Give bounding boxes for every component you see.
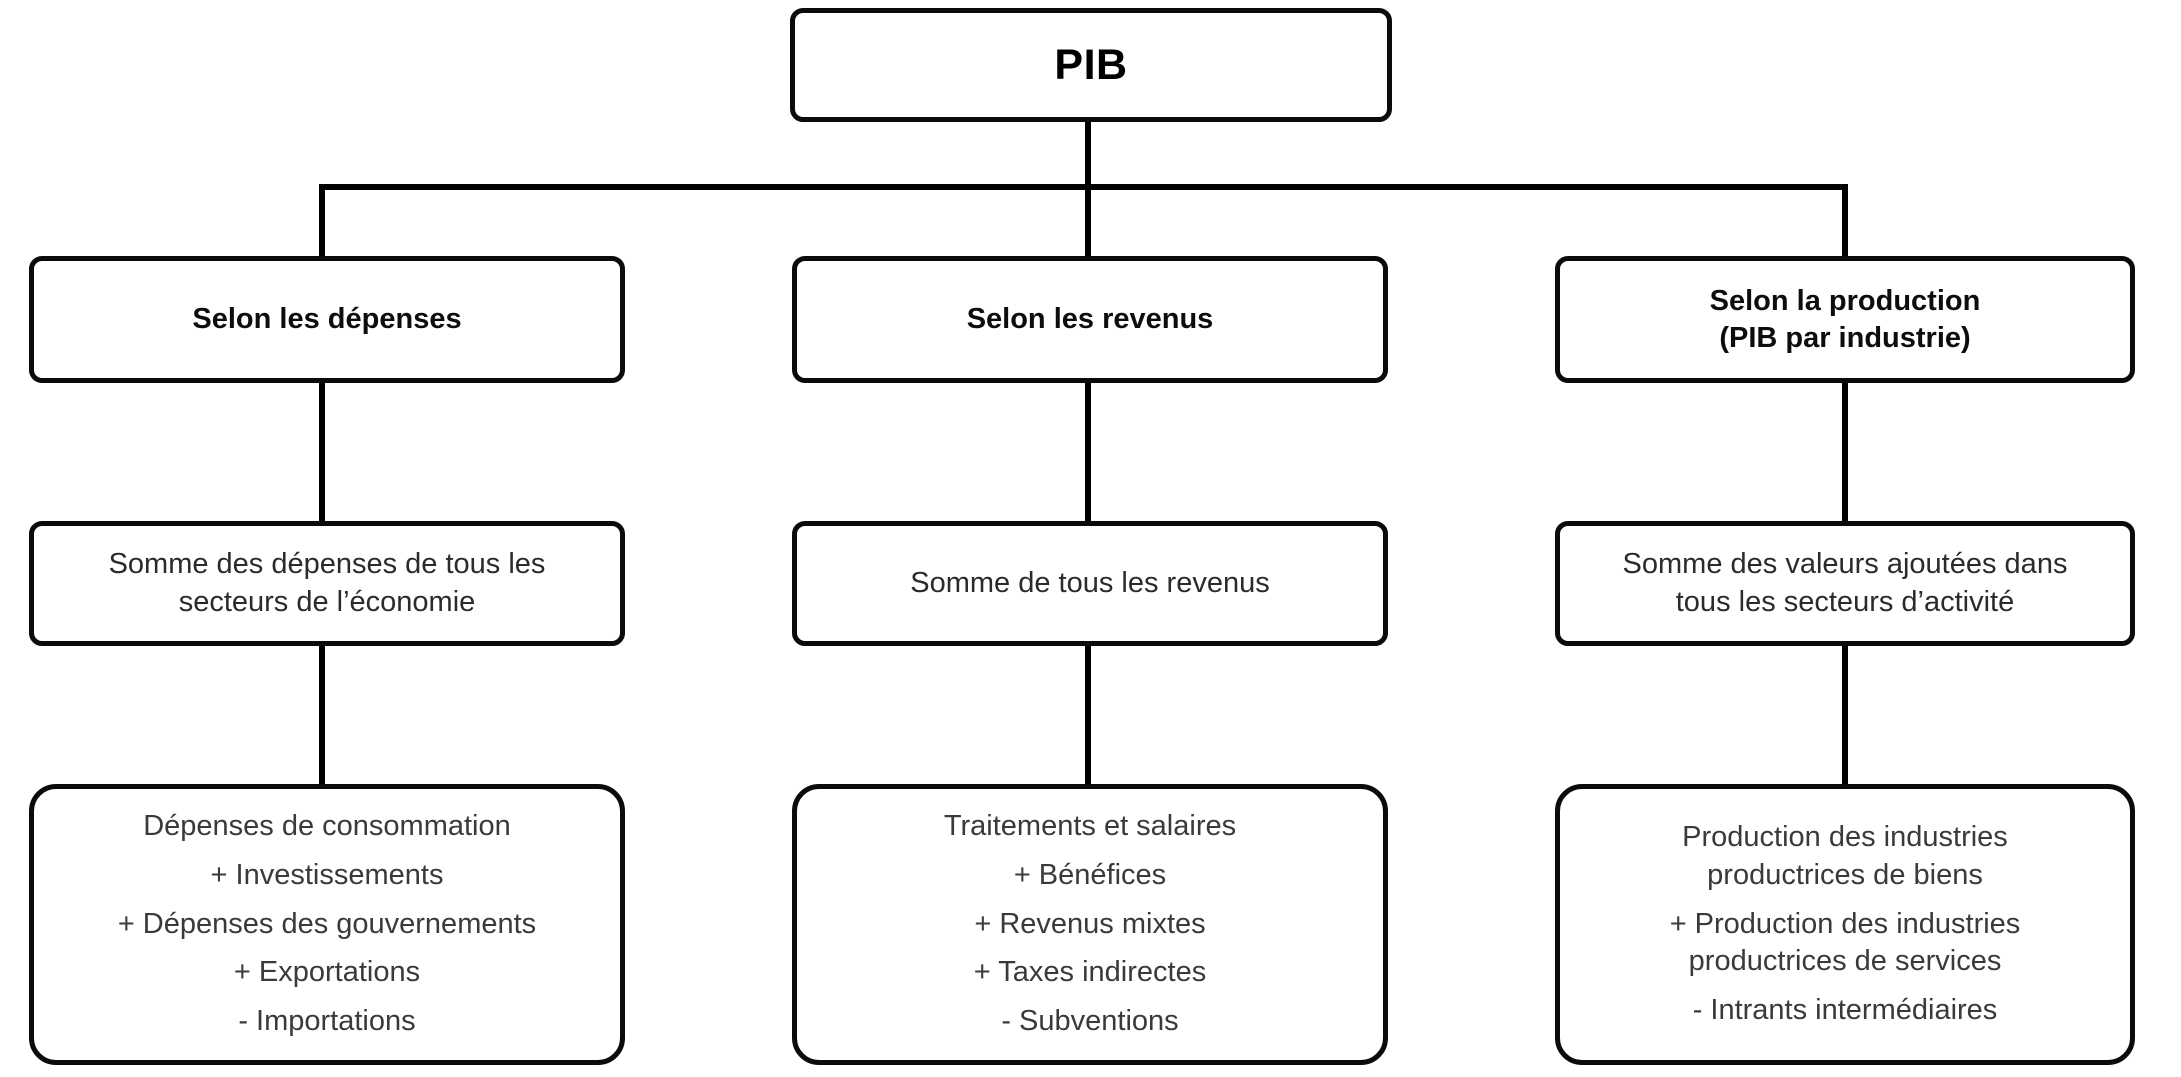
connector-root-stem xyxy=(1085,120,1091,190)
node-formula-revenus-list: Traitements et salaires + Bénéfices + Reve… xyxy=(811,808,1369,1040)
node-formula-depenses-list: Dépenses de consommation + Investissement… xyxy=(48,808,606,1040)
node-definition-revenus-text: Somme de tous les revenus xyxy=(910,566,1270,599)
connector-header-to-definition-production xyxy=(1842,378,1848,528)
formula-line: + Revenus mixtes xyxy=(974,907,1206,940)
node-definition-production[interactable]: Somme des valeurs ajoutées dans tous les… xyxy=(1555,521,2135,646)
node-header-depenses-label: Selon les dépenses xyxy=(192,303,462,336)
node-formula-production[interactable]: Production des industries productrices d… xyxy=(1555,784,2135,1065)
connector-definition-to-formula-depenses xyxy=(319,641,325,791)
connector-horizontal-bus xyxy=(319,184,1848,190)
node-root-pib[interactable]: PIB xyxy=(790,8,1392,122)
formula-line: + Exportations xyxy=(233,956,421,989)
node-formula-production-list: Production des industries productrices d… xyxy=(1574,819,2116,1029)
formula-line: - Importations xyxy=(238,1005,416,1038)
node-header-depenses[interactable]: Selon les dépenses xyxy=(29,256,625,383)
node-root-pib-label: PIB xyxy=(1054,40,1128,89)
connector-header-to-definition-revenus xyxy=(1085,378,1091,528)
node-header-revenus-label: Selon les revenus xyxy=(966,303,1214,336)
connector-bus-to-header-production xyxy=(1842,184,1848,260)
connector-bus-to-header-depenses xyxy=(319,184,325,260)
node-definition-depenses[interactable]: Somme des dépenses de tous les secteurs … xyxy=(29,521,625,646)
node-definition-revenus[interactable]: Somme de tous les revenus xyxy=(792,521,1388,646)
formula-line: Traitements et salaires xyxy=(943,810,1237,843)
formula-line: + Production des industries productrices… xyxy=(1669,907,2021,978)
node-header-production-label: Selon la production (PIB par industrie) xyxy=(1709,285,1981,354)
formula-line: Dépenses de consommation xyxy=(143,810,511,843)
connector-definition-to-formula-revenus xyxy=(1085,641,1091,791)
connector-bus-to-header-revenus xyxy=(1085,184,1091,260)
formula-line: + Bénéfices xyxy=(1013,858,1167,891)
node-formula-revenus[interactable]: Traitements et salaires + Bénéfices + Reve… xyxy=(792,784,1388,1065)
formula-line: - Subventions xyxy=(1001,1005,1179,1038)
connector-header-to-definition-depenses xyxy=(319,378,325,528)
node-header-revenus[interactable]: Selon les revenus xyxy=(792,256,1388,383)
node-formula-depenses[interactable]: Dépenses de consommation + Investissement… xyxy=(29,784,625,1065)
formula-line: + Taxes indirectes xyxy=(973,956,1207,989)
formula-line: Production des industries productrices d… xyxy=(1682,821,2008,891)
formula-line: + Investissements xyxy=(210,858,444,891)
formula-line: + Dépenses des gouvernements xyxy=(117,907,537,940)
node-definition-production-text: Somme des valeurs ajoutées dans tous les… xyxy=(1622,547,2068,618)
formula-line: - Intrants intermédiaires xyxy=(1692,994,1998,1027)
node-header-production[interactable]: Selon la production (PIB par industrie) xyxy=(1555,256,2135,383)
connector-definition-to-formula-production xyxy=(1842,641,1848,791)
node-definition-depenses-text: Somme des dépenses de tous les secteurs … xyxy=(108,547,546,618)
